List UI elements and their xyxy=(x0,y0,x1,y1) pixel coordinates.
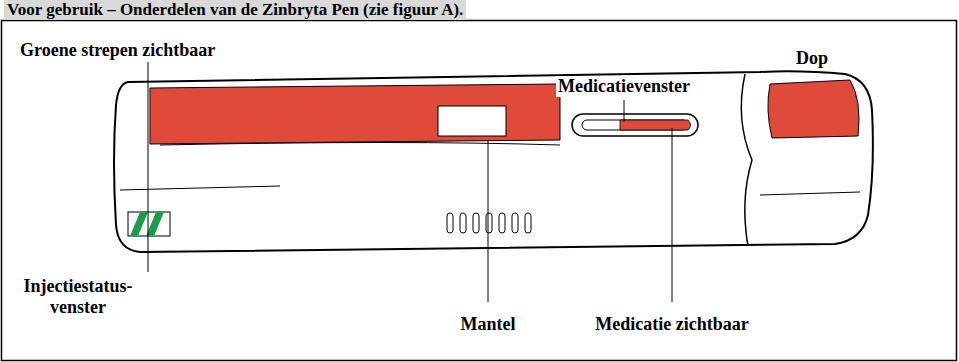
grip-slot xyxy=(460,213,466,233)
part-label: Medicatie zichtbaar xyxy=(593,314,750,335)
grip-slot xyxy=(499,213,505,233)
grip-slot xyxy=(512,213,518,233)
grip-slot xyxy=(525,213,531,233)
grip-slot xyxy=(486,213,492,233)
part-label: Medicatievenster xyxy=(556,76,692,97)
part-label: Dop xyxy=(794,48,830,69)
part-label: Mantel xyxy=(459,314,518,335)
grip-slot xyxy=(447,213,453,233)
grip-slot xyxy=(473,213,479,233)
figure-title: Voor gebruik – Onderdelen van de Zinbryt… xyxy=(4,0,466,20)
part-label: Groene strepen zichtbaar xyxy=(18,40,217,61)
part-label: Injectiestatus- venster xyxy=(6,276,150,317)
